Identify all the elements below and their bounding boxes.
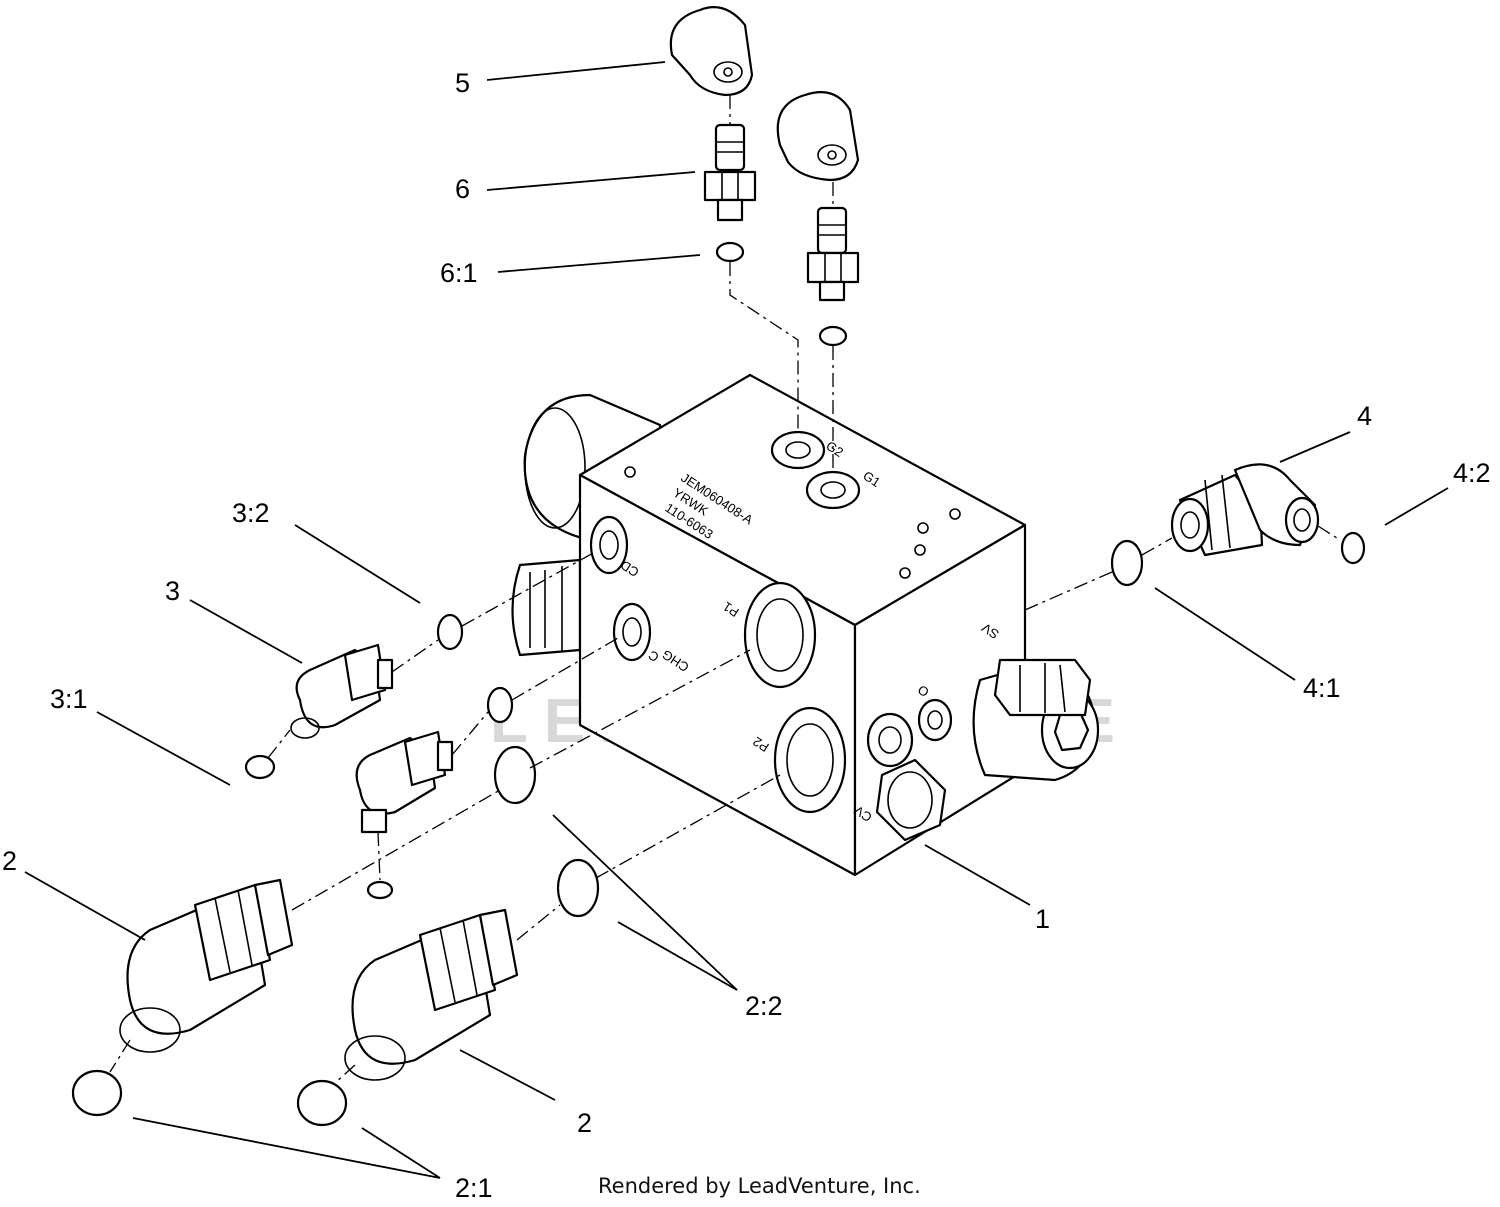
callout-2-right: 2 — [577, 1108, 592, 1138]
callout-1: 1 — [1035, 904, 1050, 934]
o-ring-6-1-right — [818, 325, 848, 347]
callout-5: 5 — [455, 68, 470, 98]
elbow-fitting-3-lower — [355, 730, 454, 834]
callout-3-2: 3:2 — [232, 498, 270, 528]
test-fitting-6-left — [703, 123, 757, 222]
o-ring-4-2 — [1340, 531, 1366, 565]
render-credit: Rendered by LeadVenture, Inc. — [598, 1174, 921, 1198]
o-ring-2-2-lower — [556, 858, 600, 918]
elbow-fitting-2-left — [119, 878, 294, 1053]
callout-2-left: 2 — [2, 846, 17, 876]
port-label-p2: P2 — [750, 734, 772, 755]
o-ring-2-1-left — [71, 1069, 123, 1117]
callout-6-1: 6:1 — [440, 258, 478, 288]
elbow-fitting-3-upper — [290, 643, 394, 739]
elbow-fitting-2-right — [344, 908, 519, 1081]
o-ring-chg — [486, 686, 514, 724]
callout-3-1: 3:1 — [50, 684, 88, 714]
o-ring-3-2 — [436, 613, 464, 651]
dust-cap-5-right — [776, 91, 860, 182]
callout-2-1: 2:1 — [455, 1173, 493, 1203]
test-fitting-6-right — [806, 206, 860, 302]
o-ring-3-1 — [244, 754, 276, 780]
callout-4-1: 4:1 — [1303, 673, 1341, 703]
valve-manifold-block: G2 G1 JEM060408-A YRWK 110-6063 CD C CHG… — [511, 373, 1100, 877]
o-ring-2-2-upper — [493, 745, 537, 805]
o-ring-4-1 — [1110, 539, 1144, 587]
assembly-center-lines — [109, 95, 1341, 1084]
callout-2-2: 2:2 — [745, 991, 783, 1021]
dust-cap-5-left — [669, 6, 754, 97]
port-label-p1: P1 — [720, 599, 742, 620]
o-ring-2-1-right — [296, 1079, 348, 1127]
o-ring-lower-elbow — [366, 880, 394, 900]
callout-3: 3 — [165, 576, 180, 606]
callout-4-2: 4:2 — [1453, 458, 1491, 488]
callout-6: 6 — [455, 174, 470, 204]
callout-4: 4 — [1357, 401, 1372, 431]
o-ring-6-1-left — [715, 241, 745, 263]
leader-lines — [24, 61, 1449, 1179]
callout-labels: 5 6 6:1 4 4:2 4:1 3:2 3 3:1 2 2 1 2:2 2:… — [2, 68, 1491, 1203]
elbow-fitting-4 — [1170, 463, 1320, 557]
